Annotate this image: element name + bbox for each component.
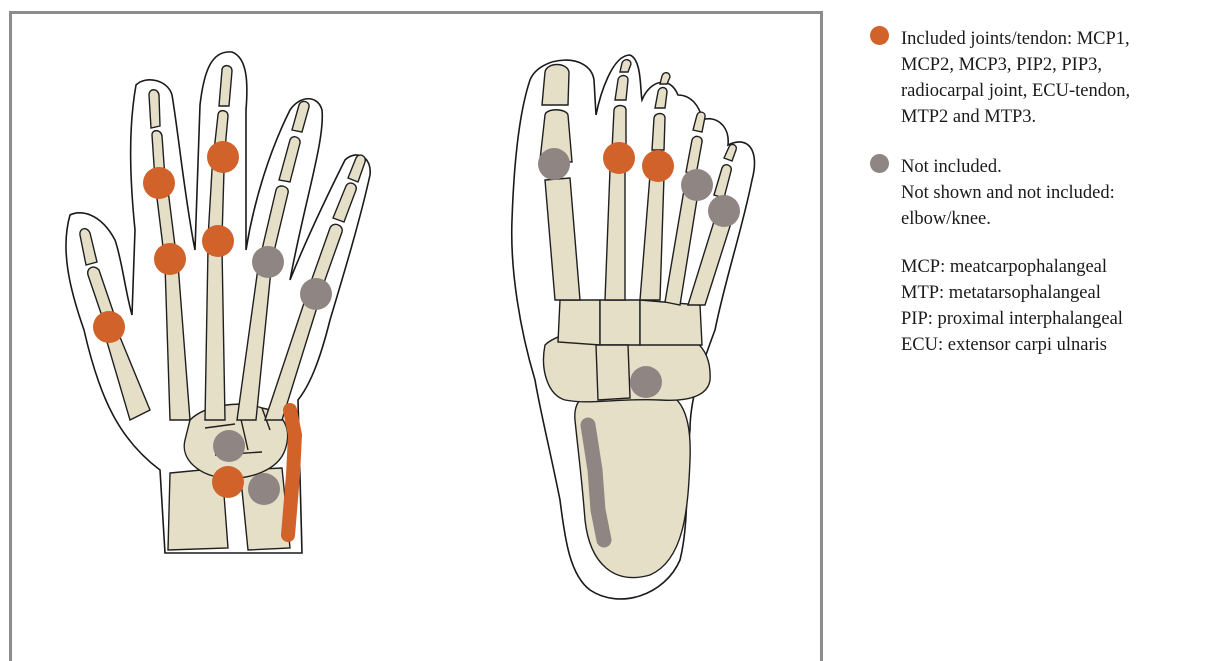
mtp4-marker bbox=[681, 169, 713, 201]
legend-not-included-line: Not shown and not included: bbox=[901, 180, 1205, 206]
mcp3-marker bbox=[202, 225, 234, 257]
mtp3-marker bbox=[642, 150, 674, 182]
legend-included-line: MCP2, MCP3, PIP2, PIP3, bbox=[901, 52, 1205, 78]
legend-not-included-line: elbow/knee. bbox=[901, 206, 1205, 232]
legend-included-line: Included joints/tendon: MCP1, bbox=[901, 26, 1205, 52]
legend-included: Included joints/tendon: MCP1, MCP2, MCP3… bbox=[870, 26, 1205, 130]
carpal-marker bbox=[213, 430, 245, 462]
legend: Included joints/tendon: MCP1, MCP2, MCP3… bbox=[870, 26, 1205, 358]
ulnar-joint-marker bbox=[248, 473, 280, 505]
abbreviation-ecu: ECU: extensor carpi ulnaris bbox=[901, 332, 1205, 358]
legend-not-included-line: Not included. bbox=[901, 154, 1205, 180]
tarsal-marker bbox=[630, 366, 662, 398]
mcp2-marker bbox=[154, 243, 186, 275]
abbreviations: MCP: meatcarpophalangeal MTP: metatarsop… bbox=[870, 254, 1205, 358]
abbreviation-pip: PIP: proximal interphalangeal bbox=[901, 306, 1205, 332]
mtp5-marker bbox=[708, 195, 740, 227]
radiocarpal-marker bbox=[212, 466, 244, 498]
ecu-tendon-marker bbox=[288, 410, 295, 535]
pip2-marker bbox=[143, 167, 175, 199]
mcp5-marker bbox=[300, 278, 332, 310]
not-included-swatch-icon bbox=[870, 154, 889, 173]
legend-included-line: MTP2 and MTP3. bbox=[901, 104, 1205, 130]
mcp1-marker bbox=[93, 311, 125, 343]
included-swatch-icon bbox=[870, 26, 889, 45]
mtp1-marker bbox=[538, 148, 570, 180]
foot-diagram bbox=[512, 55, 755, 599]
abbreviation-mtp: MTP: metatarsophalangeal bbox=[901, 280, 1205, 306]
anatomy-figure bbox=[0, 0, 830, 645]
abbreviation-mcp: MCP: meatcarpophalangeal bbox=[901, 254, 1205, 280]
mcp4-marker bbox=[252, 246, 284, 278]
mtp2-marker bbox=[603, 142, 635, 174]
legend-not-included: Not included. Not shown and not included… bbox=[870, 154, 1205, 232]
legend-included-line: radiocarpal joint, ECU-tendon, bbox=[901, 78, 1205, 104]
pip3-marker bbox=[207, 141, 239, 173]
